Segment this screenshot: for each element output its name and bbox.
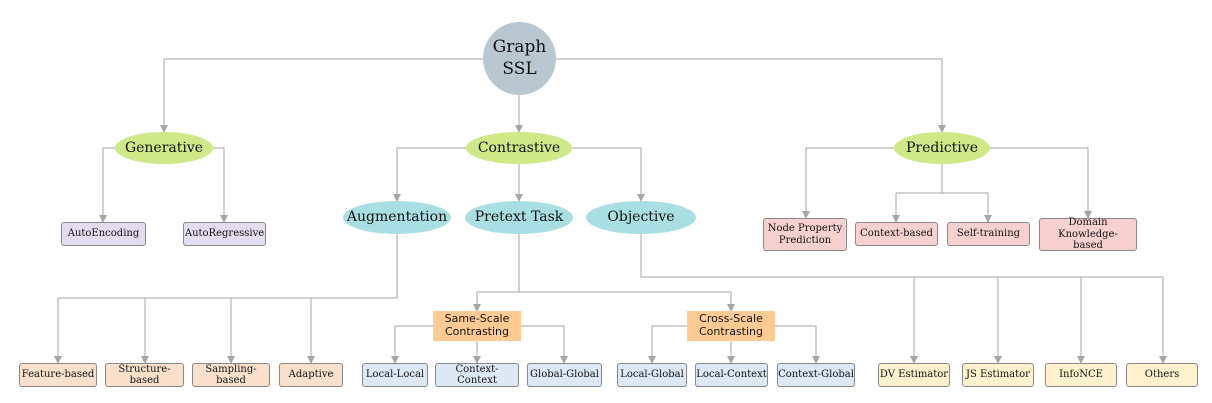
- leaf-autoencoding: AutoEncoding: [61, 222, 146, 246]
- leaf-local-context: Local-Context: [695, 363, 768, 387]
- leaf-js-estimator: JS Estimator: [962, 363, 1034, 387]
- edge-root-generative: [160, 58, 483, 133]
- leaf-node-property-line1: Node Property: [767, 223, 843, 234]
- edge-con-objective: [572, 147, 645, 202]
- leaf-domain-knowledge-line2: based: [1073, 240, 1103, 252]
- group-cross-scale-contrasting: Cross-Scale Contrasting: [687, 311, 775, 341]
- leaf-context-context: Context-Context: [435, 363, 519, 387]
- cross-scale-line2: Contrasting: [698, 325, 763, 338]
- node-pretext-task: Pretext Task: [465, 201, 573, 234]
- root-label-line1: Graph: [492, 37, 547, 58]
- edge-root-predictive: [556, 58, 946, 133]
- leaf-feature-based: Feature-based: [19, 363, 97, 387]
- leaf-autoregressive: AutoRegressive: [183, 222, 266, 246]
- edge-gen-autoregressive: [213, 147, 228, 223]
- edge-obj-stem: [640, 234, 1163, 278]
- node-objective: Objective: [586, 201, 696, 234]
- node-generative: Generative: [115, 132, 213, 164]
- edge-pretext-stem: [477, 234, 520, 293]
- edge-pred-middle-stem: [896, 164, 988, 194]
- leaf-adaptive: Adaptive: [279, 363, 343, 387]
- leaf-node-property-prediction: Node Property Prediction: [763, 218, 847, 251]
- edge-con-augmentation: [393, 147, 466, 202]
- node-predictive: Predictive: [894, 132, 990, 164]
- root-node-graph-ssl: Graph SSL: [483, 22, 556, 95]
- leaf-context-based: Context-based: [855, 222, 938, 246]
- leaf-others: Others: [1126, 363, 1198, 387]
- node-contrastive: Contrastive: [466, 132, 572, 164]
- leaf-global-global: Global-Global: [527, 363, 602, 387]
- leaf-infonce: InfoNCE: [1045, 363, 1117, 387]
- leaf-local-global: Local-Global: [617, 363, 687, 387]
- leaf-structure-based: Structure-based: [105, 363, 184, 387]
- root-label-line2: SSL: [502, 58, 537, 79]
- leaf-node-property-line2: Prediction: [778, 234, 832, 246]
- same-scale-line2: Contrasting: [444, 325, 509, 338]
- leaf-dv-estimator: DV Estimator: [878, 363, 950, 387]
- edge-gen-autoencoding: [99, 147, 115, 223]
- leaf-domain-knowledge-line1: Domain Knowledge-: [1058, 217, 1118, 240]
- node-augmentation: Augmentation: [343, 201, 451, 234]
- leaf-sampling-based: Sampling-based: [192, 363, 270, 387]
- group-same-scale-contrasting: Same-Scale Contrasting: [433, 311, 521, 341]
- leaf-context-global: Context-Global: [777, 363, 855, 387]
- cross-scale-line1: Cross-Scale: [699, 312, 763, 326]
- leaf-domain-knowledge-based: Domain Knowledge- based: [1039, 217, 1137, 252]
- leaf-local-local: Local-Local: [362, 363, 428, 387]
- edge-pred-nodeprop: [802, 147, 894, 219]
- leaf-self-training: Self-training: [947, 222, 1030, 246]
- edge-pred-domain: [990, 147, 1092, 219]
- same-scale-line1: Same-Scale: [444, 312, 510, 326]
